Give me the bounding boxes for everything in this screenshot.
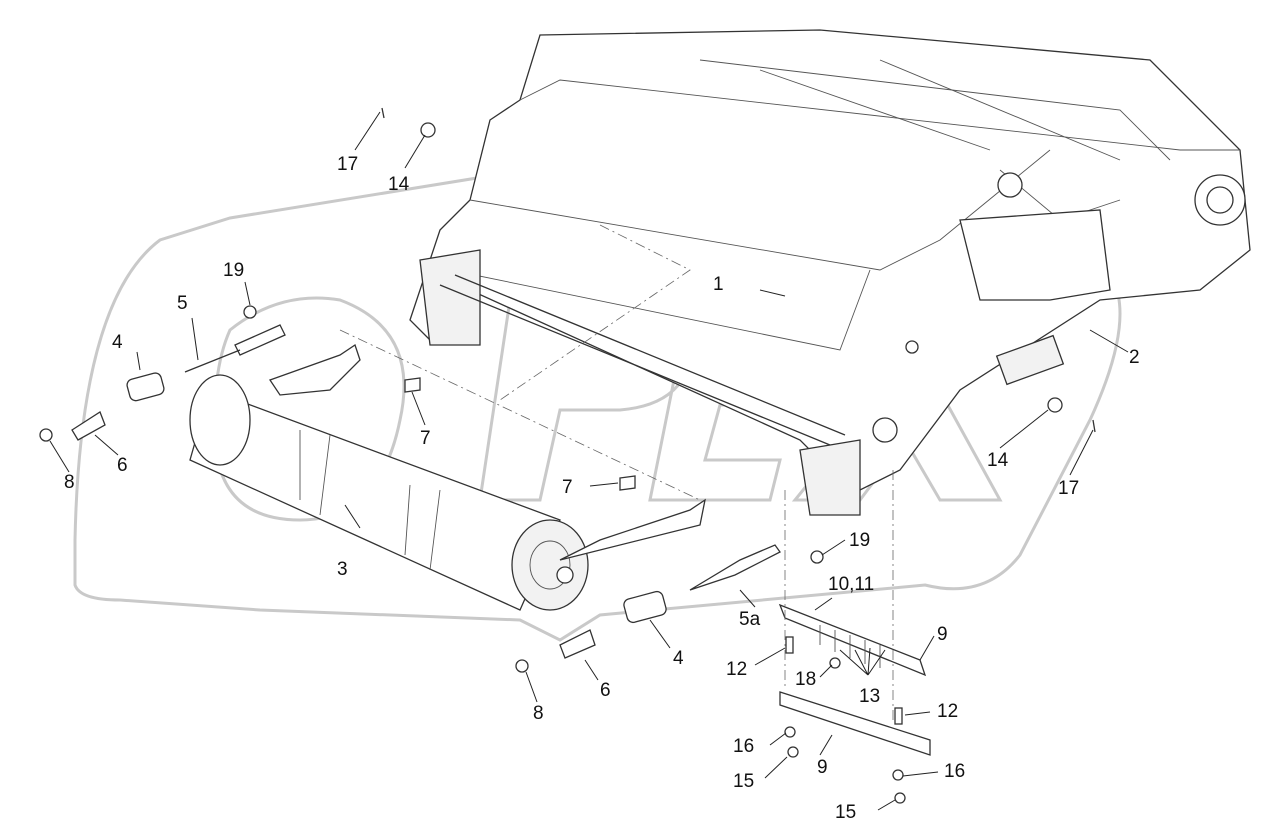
callout-8-upper: 8 [64, 472, 75, 493]
callout-3: 3 [337, 559, 348, 580]
callout-1: 1 [713, 274, 724, 295]
callout-15-right: 15 [835, 802, 856, 823]
callout-4-upper: 4 [112, 332, 123, 353]
callout-19-lower: 19 [849, 530, 870, 551]
main-frame [409, 29, 1251, 516]
callout-9-upper: 9 [937, 624, 948, 645]
callout-14-upper: 14 [388, 174, 410, 195]
callout-6-upper: 6 [117, 455, 128, 476]
callout-9-lower: 9 [817, 757, 828, 778]
callout-19-upper: 19 [223, 260, 244, 281]
roller-assembly [189, 343, 706, 611]
callout-14-lower: 14 [987, 450, 1009, 471]
callout-12-left: 12 [726, 659, 747, 680]
callout-15-left: 15 [733, 771, 754, 792]
callout-12-right: 12 [937, 701, 958, 722]
leader-lines [49, 111, 1129, 811]
callout-17-lower: 17 [1058, 478, 1079, 499]
rails-assembly [778, 603, 931, 804]
callout-18: 18 [795, 669, 816, 690]
callout-16-left: 16 [733, 736, 754, 757]
callout-7-lower: 7 [562, 477, 573, 498]
callout-6-lower: 6 [600, 680, 611, 701]
callout-16-right: 16 [944, 761, 965, 782]
loose-parts [39, 107, 1096, 673]
callout-17-upper: 17 [337, 154, 358, 175]
callout-4-lower: 4 [673, 648, 684, 669]
callout-labels: 1 2 3 4 4 5 5a 6 6 7 7 8 8 9 9 10,11 12 … [64, 154, 1140, 823]
callout-5: 5 [177, 293, 188, 314]
callout-7-upper: 7 [420, 428, 431, 449]
callout-8-lower: 8 [533, 703, 544, 724]
callout-13: 13 [859, 686, 880, 707]
callout-10-11: 10,11 [828, 574, 874, 595]
callout-2: 2 [1129, 347, 1140, 368]
callout-5a: 5a [739, 609, 761, 630]
center-lines [339, 224, 894, 720]
